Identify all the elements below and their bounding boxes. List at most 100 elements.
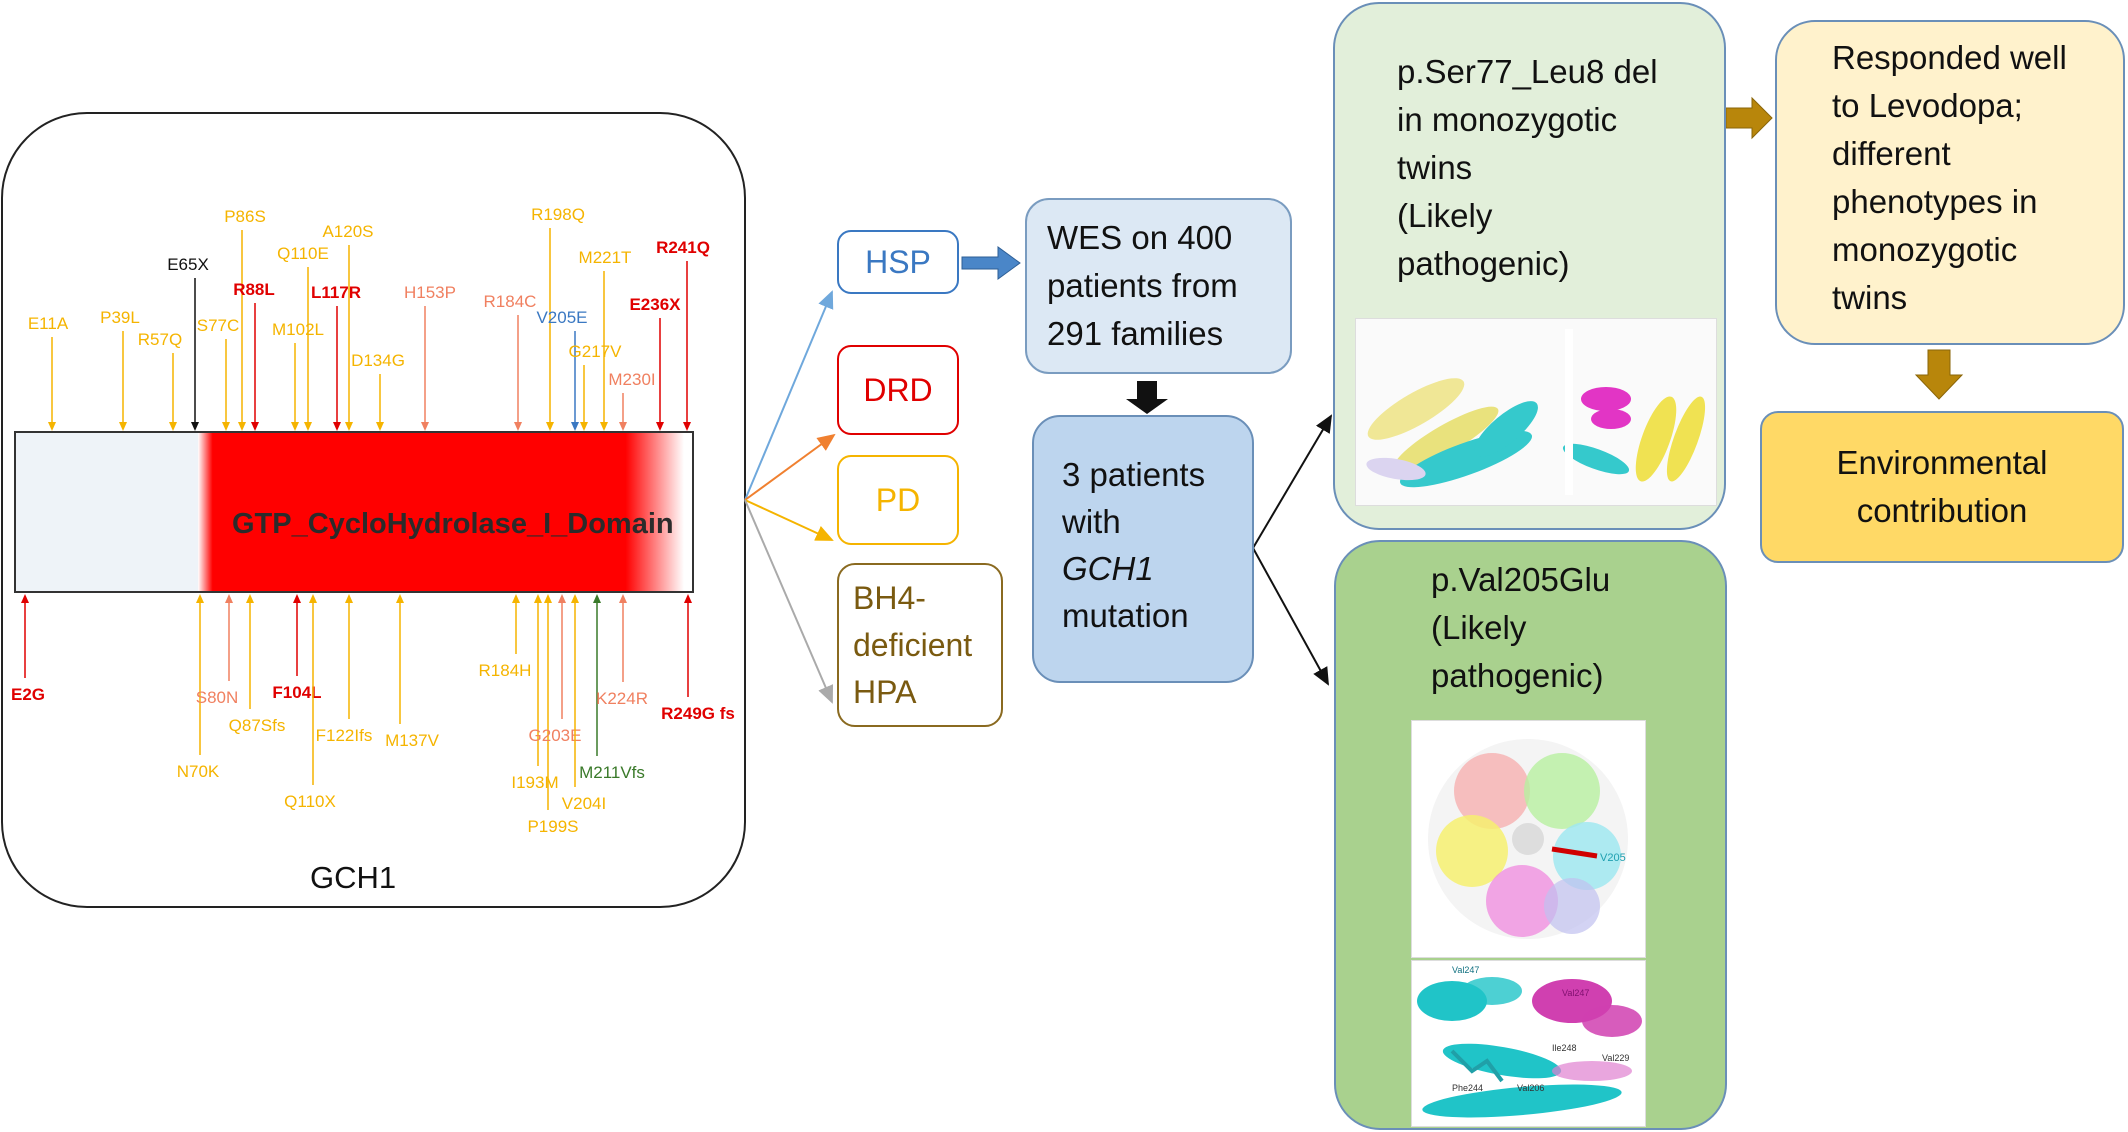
mutation-bottom-arrowhead-6 [345, 594, 353, 603]
mutation-bottom-label-15: R249G fs [661, 704, 735, 723]
mutation-bottom-label-8: R184H [479, 661, 532, 680]
mutation-bottom-label-14: K224R [596, 689, 648, 708]
mutation-top-label-10: A120S [322, 222, 373, 241]
mutation-top-arrowhead-6 [251, 422, 259, 431]
val247b-label: Val247 [1562, 988, 1589, 998]
val229-label: Val229 [1602, 1053, 1629, 1063]
mutation-bottom-arrowhead-13 [593, 594, 601, 603]
variant2-structure-image-bottom: Val247 Val247 Ile248 Val229 Phe244 Val20… [1411, 960, 1646, 1127]
mutation-top-arrowhead-14 [546, 422, 554, 431]
mutation-top-label-17: M221T [579, 248, 632, 267]
mutation-bottom-arrowhead-11 [558, 594, 566, 603]
mutation-top-label-8: Q110E [277, 244, 329, 263]
mutation-top-label-3: E65X [167, 255, 209, 274]
mutation-top-arrowhead-17 [600, 422, 608, 431]
response-text: Responded well to Levodopa; different ph… [1832, 39, 2067, 316]
mutation-top-arrowhead-16 [580, 422, 588, 431]
phenotype-hpa: BH4- deficient HPA [837, 563, 1003, 727]
mutation-bottom-label-5: Q110X [284, 792, 336, 811]
patients-gene: GCH1 [1062, 550, 1154, 587]
phe244-label: Phe244 [1452, 1083, 1483, 1093]
phenotype-hpa-label: BH4- deficient HPA [853, 579, 973, 710]
mutation-bottom-label-4: F104L [272, 683, 321, 702]
mutation-bottom-arrowhead-4 [293, 594, 301, 603]
domain-label: GTP_CycloHydrolase_I_Domain [232, 508, 674, 540]
mutation-top-arrowhead-5 [238, 422, 246, 431]
mutation-top-arrowhead-10 [345, 422, 353, 431]
mutation-top-label-4: S77C [197, 316, 240, 335]
mutation-top-label-5: P86S [224, 207, 266, 226]
phenotype-pd: PD [837, 455, 959, 545]
mutation-bottom-arrowhead-5 [309, 594, 317, 603]
val206-label: Val206 [1517, 1083, 1544, 1093]
variant2-text: p.Val205Glu (Likely pathogenic) [1431, 561, 1611, 694]
mutation-top-label-11: D134G [351, 351, 405, 370]
variant1-structure-drawing [1356, 319, 1716, 505]
ile248-label: Ile248 [1552, 1043, 1577, 1053]
v205-label: V205 [1600, 852, 1626, 864]
mutation-top-label-18: M230I [608, 370, 655, 389]
mutation-bottom-arrowhead-0 [21, 594, 29, 603]
patients-box: 3 patients with GCH1 mutation [1032, 415, 1254, 683]
mutation-top-label-1: P39L [100, 308, 140, 327]
mutation-top-arrowhead-7 [291, 422, 299, 431]
mutation-top-arrowhead-3 [191, 422, 199, 431]
phenotype-drd-label: DRD [863, 371, 933, 408]
mutation-top-label-19: E236X [629, 295, 681, 314]
mutation-top-arrowhead-4 [222, 422, 230, 431]
mutation-top-label-9: L117R [311, 283, 361, 302]
connector-to-variant1 [1252, 414, 1333, 549]
arrow-wes-to-patients [1126, 381, 1168, 414]
mutation-top-label-7: M102L [272, 320, 324, 339]
val247a-label: Val247 [1452, 965, 1479, 975]
mutation-bottom-label-9: I193M [511, 773, 558, 792]
mutation-bottom-arrowhead-15 [684, 594, 692, 603]
mutation-top-arrowhead-11 [376, 422, 384, 431]
phenotype-pd-label: PD [875, 481, 921, 518]
mutation-top-label-14: R198Q [531, 205, 585, 224]
mutation-top-arrowhead-1 [119, 422, 127, 431]
mutation-bottom-arrowhead-14 [619, 594, 627, 603]
mutation-bottom-arrowhead-2 [225, 594, 233, 603]
gene-title: GCH1 [310, 860, 396, 895]
variant2-structure-image-top: V205 [1411, 720, 1646, 958]
mutation-top-label-20: R241Q [656, 238, 710, 257]
phenotype-drd: DRD [837, 345, 959, 435]
mutation-bottom-label-12: V204I [562, 794, 606, 813]
mutation-bottom-arrowhead-9 [534, 594, 542, 603]
mutation-top-label-6: R88L [233, 280, 275, 299]
mutation-top-arrowhead-13 [514, 422, 522, 431]
mutation-bottom-arrowhead-8 [512, 594, 520, 603]
mutation-top-arrowhead-15 [571, 422, 579, 431]
mutation-top-label-13: R184C [484, 292, 537, 311]
mutation-bottom-label-0: E2G [11, 685, 45, 704]
mutation-top-arrowhead-18 [619, 422, 627, 431]
mutation-top-arrowhead-0 [48, 422, 56, 431]
mutation-top-arrowhead-20 [683, 422, 691, 431]
mutation-top-arrowhead-8 [304, 422, 312, 431]
arrow-variant-to-response [1725, 96, 1773, 140]
connector-to-hsp [744, 290, 834, 501]
protein-bar-outline [14, 431, 694, 593]
patients-line1: 3 patients with [1062, 456, 1206, 540]
wes-box: WES on 400 patients from 291 families [1025, 198, 1292, 374]
connector-to-pd [744, 499, 834, 541]
variant1-structure-image [1355, 318, 1717, 506]
phenotype-hsp-label: HSP [865, 243, 931, 280]
mutation-bottom-label-2: S80N [196, 688, 239, 707]
mutation-top-label-12: H153P [404, 283, 456, 302]
gtp-domain-region [198, 432, 684, 592]
mutation-top-label-15: V205E [536, 308, 587, 327]
mutation-top-arrowhead-9 [333, 422, 341, 431]
response-box: Responded well to Levodopa; different ph… [1775, 20, 2125, 345]
mutation-bottom-arrowhead-3 [246, 594, 254, 603]
pre-domain-region [14, 431, 211, 593]
mutation-top-label-0: E11A [28, 314, 69, 333]
mutation-top-arrowhead-2 [169, 422, 177, 431]
mutation-top-arrowhead-19 [656, 422, 664, 431]
mutation-bottom-label-13: M211Vfs [579, 763, 645, 782]
mutation-bottom-label-6: F122Ifs [316, 726, 373, 745]
mutation-bottom-arrowhead-7 [396, 594, 404, 603]
